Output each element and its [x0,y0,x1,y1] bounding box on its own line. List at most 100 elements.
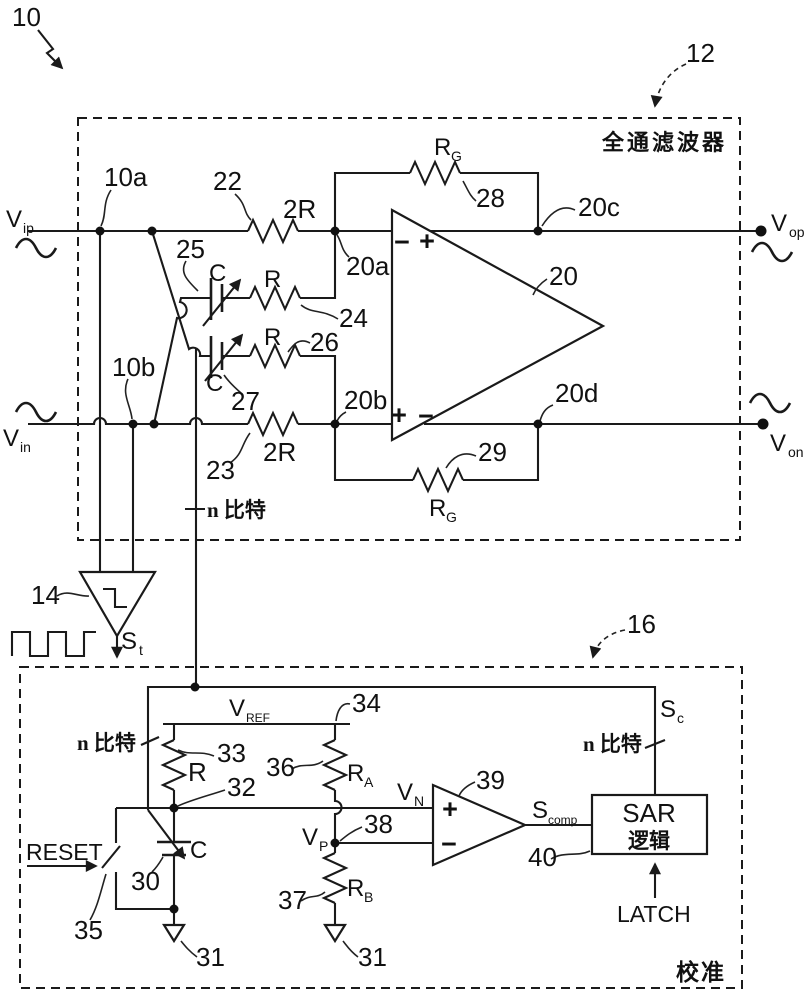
buffer-triangle [78,570,157,639]
calibration-box [19,666,743,989]
calibration-ref-label: 16 [627,609,656,639]
node-dot-10b [128,419,138,429]
leader-31-left [180,940,198,958]
switch-lever [101,845,121,869]
node-dot-10a [95,226,105,236]
ra36-ref-label: 36 [266,752,295,782]
junction-dots [95,225,769,914]
rb37-ref-label: 37 [278,885,307,915]
vn-label: V [397,779,413,806]
rg29-ref-label: 29 [478,437,507,467]
von-sub: on [788,444,804,460]
opamp-triangle [390,208,606,442]
switch-bottom-stub [114,872,174,911]
leader-20d [539,404,554,422]
leader-25 [182,260,199,292]
vin-sub: in [20,439,31,455]
rg-bottom-feedback [333,424,540,482]
filter-ref-label: 12 [686,38,715,68]
node-dot-20a [330,226,340,236]
leader-23 [229,432,251,464]
cap25-variable-arrow [202,278,242,327]
lower-branch [222,354,337,424]
cap30-variable-arrow [147,809,186,860]
terminal-dot-vop [755,225,767,237]
ref16-arrow [589,629,626,659]
filter-title: 全通滤波器 [601,130,727,155]
reset-label: RESET [26,839,103,865]
r23-value-label: 2R [263,437,296,467]
scomp-sub: comp [548,813,578,827]
node-dot-cap-bottom [169,904,179,914]
vp-label: V [302,824,318,851]
opamp-out-minus: − [418,401,434,431]
leader-10b [124,378,133,420]
node-dot-20c [533,226,543,236]
scomp-label: S [532,797,548,824]
nbits-label-left: n 比特 [77,731,136,755]
leader-30 [151,856,164,873]
resistor-2r-bottom [246,411,300,437]
resistor-rg-bottom [411,467,465,493]
resistor-r33 [161,738,187,792]
leader-20c [541,207,576,227]
ra-sub: A [364,774,374,790]
c27-ref-label: 27 [231,386,260,416]
latch-label: LATCH [617,901,691,927]
leader-32 [177,789,226,807]
figure-ref-label: 10 [12,2,41,32]
sc-feedback-line [146,685,657,810]
vop-sub: op [789,224,805,240]
resistor-rg-top [408,160,462,186]
sc-sub: c [677,710,684,726]
von-label: V [770,430,786,457]
leader-22 [234,193,252,221]
vin-label: V [3,425,19,452]
leader-36 [291,760,324,770]
res33-value-label: R [188,757,207,787]
comp39-ref-label: 39 [476,765,505,795]
vip-sub: ip [23,220,34,236]
nbits-label-right: n 比特 [583,732,642,756]
node-dot-20d [533,419,543,429]
vip-label: V [6,206,22,233]
gnd31-left-label: 31 [196,942,225,972]
sine-icon-vop [750,241,794,263]
rg-top-sub: G [451,148,462,164]
r26-ref-label: 26 [310,327,339,357]
node-20b-label: 20b [344,385,387,415]
allpass-filter-box [77,117,741,541]
buffer-ref-label: 14 [31,580,60,610]
rail34-ref-label: 34 [352,688,381,718]
r26-value-label: R [264,324,281,351]
rg-top-label: R [434,134,451,161]
ra-leads [333,724,343,843]
rg-bottom-sub: G [446,509,457,525]
r24-ref-label: 24 [339,303,368,333]
opamp-ref-label: 20 [549,261,578,291]
r22-ref-label: 22 [213,166,242,196]
fig10-arrow [37,29,64,70]
cross-slant-vip-to-lower-branch [150,230,211,358]
nbits-label-filter: n 比特 [207,498,266,522]
cap30-ref-label: 30 [131,866,160,896]
sar-box-line2: 逻辑 [628,829,670,853]
calibration-title: 校准 [676,959,726,985]
c25-value-label: C [209,260,226,287]
resistor-rb [322,851,348,905]
c25-ref-label: 25 [176,234,205,264]
cap30-value-label: C [190,837,207,864]
vref-sub: REF [246,711,270,725]
filter-capacitors [202,278,244,382]
leader-40 [550,850,591,860]
leader-33 [177,749,215,757]
vp-sub: P [319,838,328,854]
leader-31-right [342,940,359,958]
resistor-ra [322,738,348,792]
cross-slant-vin-to-upper-branch [152,296,211,425]
vref-label: V [229,695,245,722]
vop-label: V [771,210,787,237]
rg-bottom-label: R [429,495,446,522]
leader-37 [300,891,326,902]
